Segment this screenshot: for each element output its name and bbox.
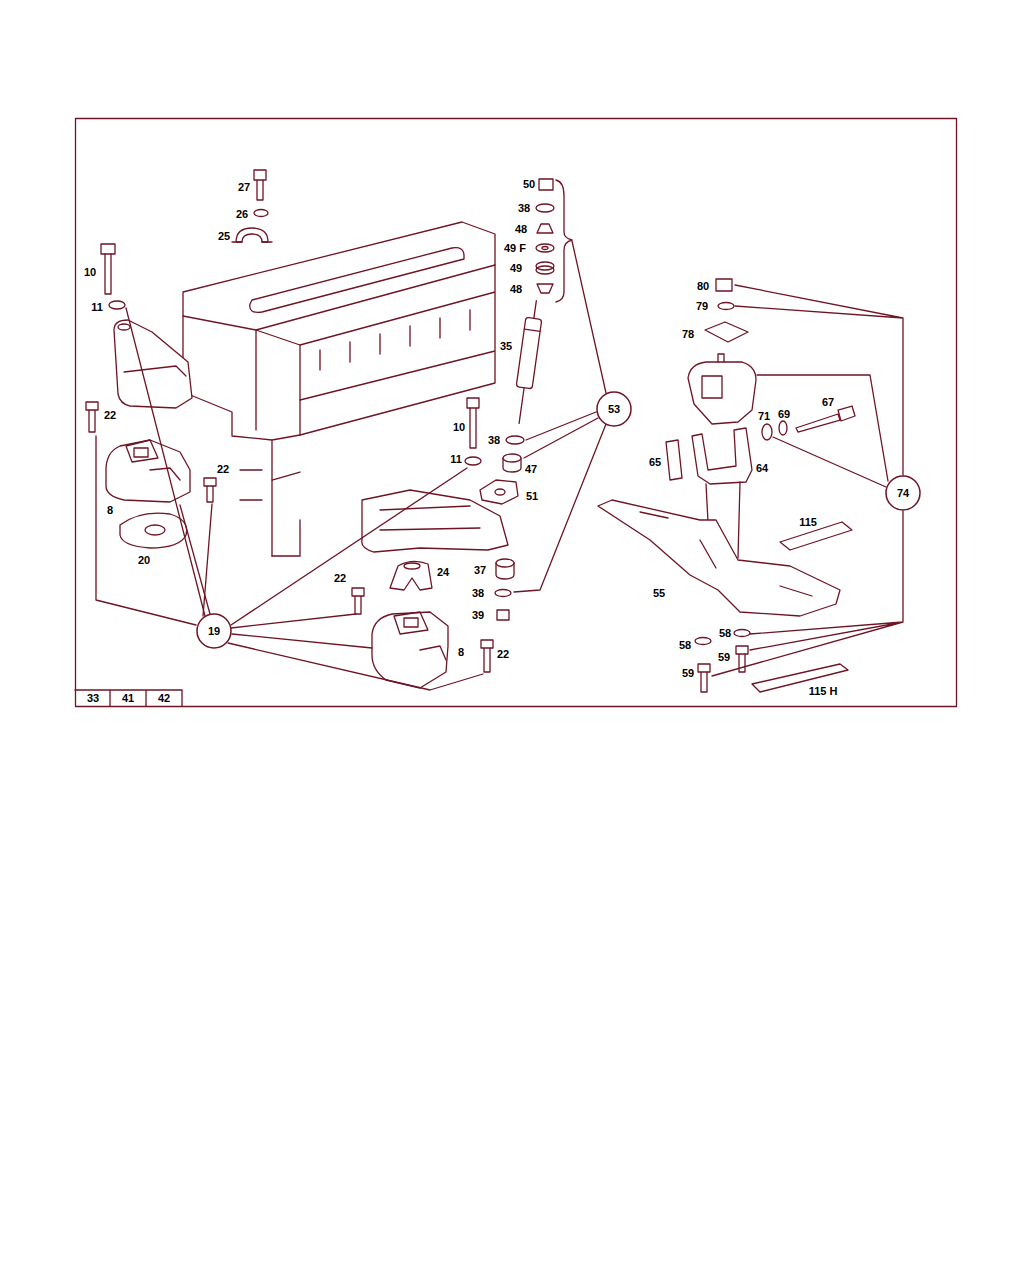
callout-number: 25 [217, 231, 231, 242]
callout-number: 58 [718, 628, 732, 639]
callout-number: 22 [496, 649, 510, 660]
callout-number: 38 [517, 203, 531, 214]
table-cell: 42 [157, 693, 171, 704]
callout-circle: 53 [596, 391, 632, 427]
callout-number: 74 [885, 475, 921, 499]
callout-number: 47 [524, 464, 538, 475]
callout-number: 8 [106, 505, 114, 516]
callout-number: 22 [103, 410, 117, 421]
circle-shape [886, 476, 920, 510]
callout-number: 10 [83, 267, 97, 278]
callout-number: 38 [471, 588, 485, 599]
callout-number: 35 [499, 341, 513, 352]
callout-number: 59 [717, 652, 731, 663]
callout-circle: 19 [196, 613, 232, 649]
callout-number: 49 F [503, 243, 527, 254]
table-cell: 33 [86, 693, 100, 704]
callout-number: 59 [681, 668, 695, 679]
callout-number: 48 [514, 224, 528, 235]
callout-number: 71 [757, 411, 771, 422]
callout-number: 79 [695, 301, 709, 312]
callout-number: 27 [237, 182, 251, 193]
callout-number: 69 [777, 409, 791, 420]
callout-number: 19 [196, 613, 232, 637]
callout-number: 22 [333, 573, 347, 584]
callout-number: 24 [436, 567, 450, 578]
callout-number: 8 [457, 647, 465, 658]
callout-number: 50 [522, 179, 536, 190]
circle-shape [197, 614, 231, 648]
callout-number: 55 [652, 588, 666, 599]
circle-shape [597, 392, 631, 426]
callout-number: 20 [137, 555, 151, 566]
callout-number: 115 [798, 517, 818, 528]
callout-number: 37 [473, 565, 487, 576]
callout-number: 38 [487, 435, 501, 446]
callout-number: 11 [90, 302, 104, 313]
callout-number: 26 [235, 209, 249, 220]
callout-number: 48 [509, 284, 523, 295]
callout-number: 80 [696, 281, 710, 292]
callout-number: 67 [821, 397, 835, 408]
callout-number: 10 [452, 422, 466, 433]
callout-number: 58 [678, 640, 692, 651]
callout-number: 65 [648, 457, 662, 468]
callout-number: 39 [471, 610, 485, 621]
callout-number: 22 [216, 464, 230, 475]
callout-number: 51 [525, 491, 539, 502]
callout-number: 64 [755, 463, 769, 474]
callout-circle: 74 [885, 475, 921, 511]
callout-number: 115 H [808, 686, 839, 697]
callout-number: 53 [596, 391, 632, 415]
callout-number: 49 [509, 263, 523, 274]
table-cell: 41 [121, 693, 135, 704]
callout-number: 78 [681, 329, 695, 340]
callout-number: 11 [449, 454, 463, 465]
